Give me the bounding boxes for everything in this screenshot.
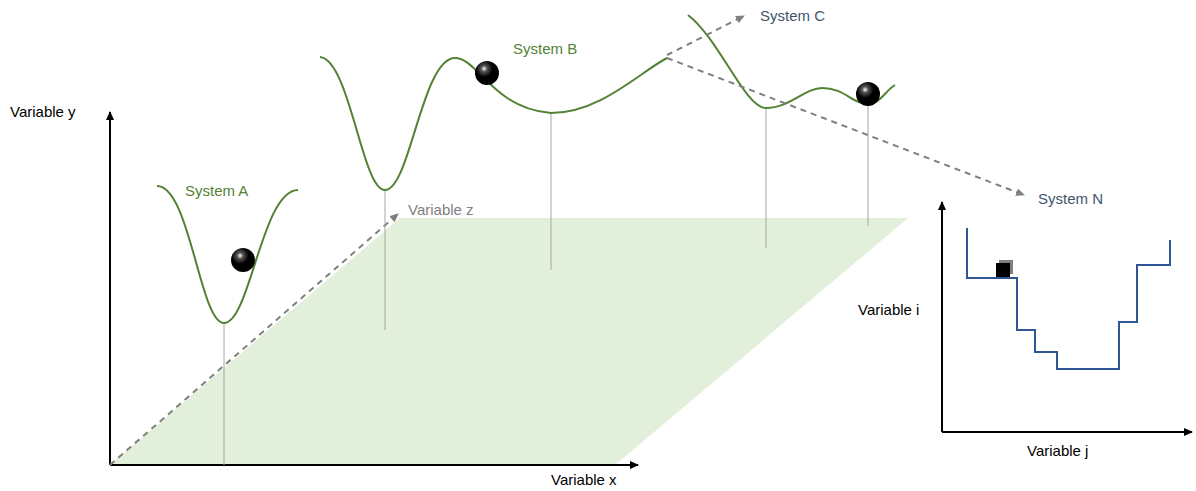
ball <box>856 82 880 106</box>
energy-curves <box>157 15 895 323</box>
inset-axis <box>941 202 943 432</box>
dashed-arrow <box>667 58 1024 195</box>
axis-label: Variable z <box>408 201 474 219</box>
axis-label: Variable i <box>858 301 919 319</box>
step-curve <box>967 228 1170 369</box>
axis-label: System C <box>760 7 825 25</box>
axis-label: System B <box>513 40 577 58</box>
axis-label: System N <box>1038 190 1103 208</box>
ball <box>475 61 499 85</box>
x-axis <box>110 464 638 466</box>
dashed-arrow <box>667 16 744 55</box>
inset-axis <box>942 431 1192 433</box>
axis-label: Variable j <box>1027 442 1088 460</box>
ball <box>231 248 255 272</box>
z-axis <box>110 214 398 465</box>
block <box>996 263 1010 277</box>
drop-lines <box>224 104 868 465</box>
axis-label: Variable x <box>551 471 617 489</box>
axis-label: System A <box>185 182 248 200</box>
plane <box>110 218 908 465</box>
axis-label: Variable y <box>10 103 76 121</box>
y-axis <box>109 112 111 465</box>
